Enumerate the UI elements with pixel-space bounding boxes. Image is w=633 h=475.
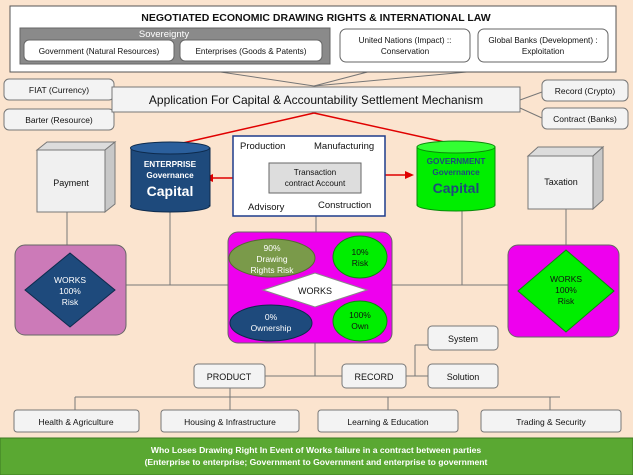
sector-housing-infrastructure (160, 409, 300, 433)
arrowhead-right (405, 171, 414, 179)
center-works-panel: 90% Drawing Rights Risk 10% Risk WORKS 0… (227, 231, 393, 344)
record-box (341, 363, 407, 389)
sector-housing-infrastructure-label: Housing & Infrastructure (184, 417, 276, 427)
transaction-account-box (268, 162, 362, 194)
enterprise-capital-cylinder: ENTERPRISE Governance Capital (130, 141, 211, 213)
sector-health-agriculture-label: Health & Agriculture (38, 417, 113, 427)
government-governance-label: Governance (432, 168, 480, 177)
drawing-rights-risk-bubble (228, 238, 316, 278)
own-100-label: Own (351, 321, 369, 331)
page-title: NEGOTIATED ECONOMIC DRAWING RIGHTS & INT… (141, 12, 490, 24)
right-works-percent: 100% (555, 285, 577, 295)
construction-label: Construction (318, 200, 371, 211)
solution-label: Solution (447, 372, 480, 382)
solution-box (427, 363, 499, 389)
enterprise-label: ENTERPRISE (144, 160, 197, 169)
government-capital-label: Capital (433, 180, 480, 196)
left-works-panel: WORKS 100% Risk (14, 244, 127, 336)
barter-resource-label: Barter (Resource) (25, 115, 93, 125)
record-crypto-box (541, 79, 629, 102)
government-label: GOVERNMENT (427, 157, 486, 166)
left-works-label: WORKS (54, 275, 86, 285)
enterprises-goods-patents-box (179, 39, 323, 62)
payment-box: Payment (35, 140, 117, 214)
fiat-currency-label: FIAT (Currency) (29, 85, 89, 95)
application-bar (111, 86, 521, 113)
right-works-risk: Risk (558, 296, 575, 306)
sector-learning-education (317, 409, 459, 433)
un-box (339, 28, 471, 63)
ownership-0-label: Ownership (251, 323, 292, 333)
drawing-risk-percent: 90% (263, 243, 280, 253)
ownership-0-percent: 0% (265, 312, 278, 322)
system-box (427, 325, 499, 351)
application-bar-label: Application For Capital & Accountability… (149, 93, 483, 107)
transaction-label-line2: contract Account (285, 179, 346, 188)
banks-label-line1: Global Banks (Development) : (488, 36, 597, 45)
right-works-label: WORKS (550, 274, 582, 284)
taxation-box: Taxation (526, 145, 605, 211)
un-label-line2: Conservation (381, 47, 430, 56)
banks-label-line2: Exploitation (522, 47, 565, 56)
global-banks-box (477, 28, 609, 63)
footer-banner (0, 437, 633, 475)
sector-health-agriculture (13, 409, 140, 433)
production-label: Production (240, 141, 285, 152)
barter-resource-box (3, 108, 115, 131)
payment-label: Payment (53, 178, 89, 188)
own-100-percent: 100% (349, 310, 371, 320)
government-capital-cylinder: GOVERNMENT Governance Capital (416, 140, 496, 212)
drawing-risk-label-line1: Drawing (256, 254, 287, 264)
drawing-risk-label-line2: Rights Risk (251, 265, 295, 275)
left-works-risk: Risk (62, 297, 79, 307)
manufacturing-label: Manufacturing (314, 141, 374, 152)
advisory-label: Advisory (248, 202, 285, 213)
footer-line1: Who Loses Drawing Right In Event of Work… (151, 445, 481, 455)
risk-10-label: Risk (352, 258, 369, 268)
own-100-bubble (332, 300, 388, 342)
sovereignty-label: Sovereignty (139, 29, 189, 40)
system-label: System (448, 334, 478, 344)
record-crypto-label: Record (Crypto) (555, 86, 616, 96)
left-works-percent: 100% (59, 286, 81, 296)
risk-10-bubble (332, 235, 388, 279)
works-diamond (261, 272, 369, 308)
contract-box: Production Manufacturing Advisory Constr… (232, 135, 386, 217)
un-label-line1: United Nations (Impact) :: (359, 36, 452, 45)
header-panel: NEGOTIATED ECONOMIC DRAWING RIGHTS & INT… (9, 5, 617, 73)
government-natural-resources-box (23, 39, 175, 62)
product-label: PRODUCT (207, 372, 252, 382)
sector-trading-security (480, 409, 622, 433)
right-works-panel: WORKS 100% Risk (507, 244, 620, 338)
enterprise-governance-label: Governance (146, 171, 194, 180)
contract-banks-box (541, 107, 629, 130)
sector-learning-education-label: Learning & Education (347, 417, 429, 427)
enterprise-capital-label: Capital (147, 183, 194, 199)
taxation-label: Taxation (544, 177, 578, 187)
risk-10-percent: 10% (351, 247, 368, 257)
transaction-label-line1: Transaction (294, 168, 337, 177)
record-label: RECORD (354, 372, 394, 382)
enterprises-goods-patents-label: Enterprises (Goods & Patents) (195, 47, 306, 56)
ownership-0-bubble (229, 304, 313, 342)
contract-banks-label: Contract (Banks) (553, 114, 617, 124)
sector-trading-security-label: Trading & Security (516, 417, 586, 427)
product-box (193, 363, 266, 389)
government-natural-resources-label: Government (Natural Resources) (39, 47, 160, 56)
footer-line2: (Enterprise to enterprise; Government to… (145, 457, 488, 467)
works-diamond-label: WORKS (298, 286, 332, 296)
